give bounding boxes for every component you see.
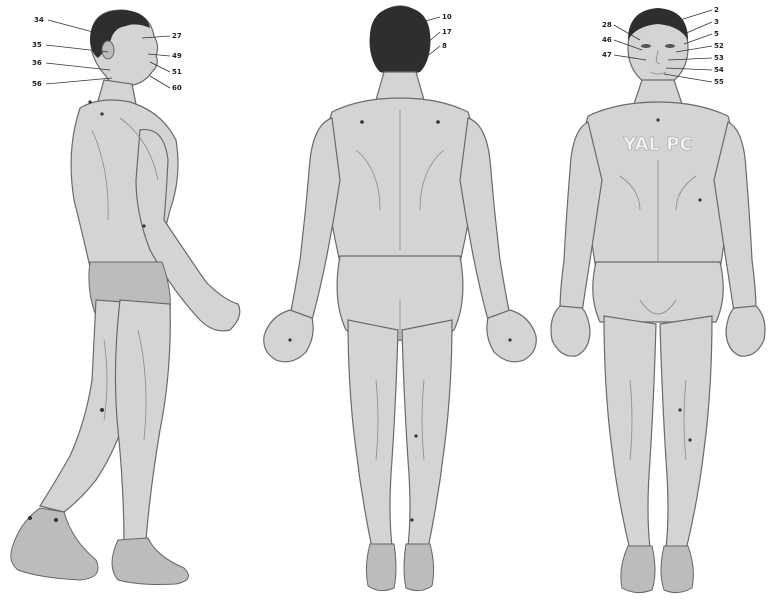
side-label-7: 51 [172, 68, 182, 76]
front-label-2: 46 [602, 36, 612, 44]
side-view-figure: 34 35 36 56 27 49 51 60 [11, 10, 240, 585]
front-label-7: 52 [714, 42, 724, 50]
side-label-1: 34 [34, 16, 44, 24]
side-label-3: 36 [32, 59, 42, 67]
front-label-8: 53 [714, 54, 724, 62]
back-view-figure: 10 17 8 [264, 6, 537, 591]
front-label-10: 55 [714, 78, 724, 86]
side-label-8: 60 [172, 84, 182, 92]
back-label-2: 17 [442, 28, 452, 36]
front-label-4: 2 [714, 6, 719, 14]
front-label-6: 5 [714, 30, 719, 38]
side-label-4: 56 [32, 80, 42, 88]
front-label-5: 3 [714, 18, 719, 26]
back-hair [370, 6, 430, 75]
side-label-6: 49 [172, 52, 182, 60]
front-label-1: 28 [602, 21, 612, 29]
back-label-1: 10 [442, 13, 452, 21]
side-label-2: 35 [32, 41, 42, 49]
front-label-9: 54 [714, 66, 724, 74]
back-label-3: 8 [442, 42, 447, 50]
chest-text: YAL PC [622, 134, 692, 155]
front-label-3: 47 [602, 51, 612, 59]
side-label-5: 27 [172, 32, 182, 40]
front-view-figure: YAL PC 28 46 47 2 3 5 52 53 54 55 [551, 6, 765, 593]
